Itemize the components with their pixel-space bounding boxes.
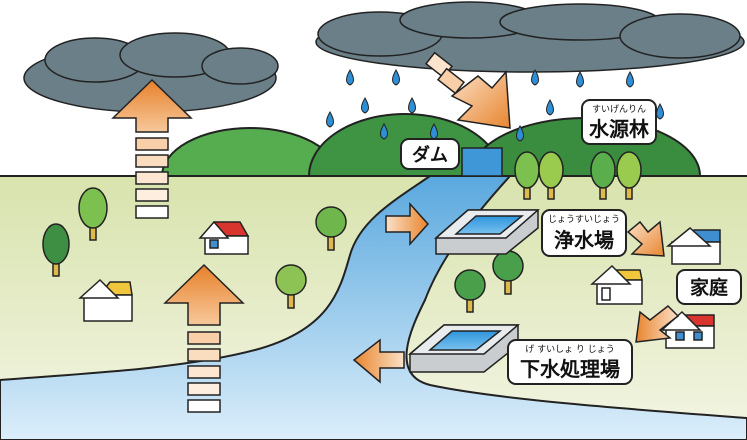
purification-ruby: じょうすいじょう <box>548 214 620 225</box>
dam-label-box: ダム <box>400 138 460 170</box>
house-red-right <box>660 310 715 349</box>
sewage-ruby: げ すいしょ り じょう <box>525 344 615 355</box>
purification-label-box: じょうすいじょう 浄水場 <box>541 209 627 257</box>
sewage-plant <box>407 324 521 373</box>
forest-label: 水源林 <box>589 117 649 141</box>
arrow-plant-to-home <box>626 220 665 257</box>
arrow-river-to-plant <box>385 202 430 246</box>
household-label: 家庭 <box>690 276 728 299</box>
forest-label-box: すいげんりん 水源林 <box>581 99 657 145</box>
house-yellow-right <box>590 264 643 305</box>
forest-ruby: すいげんりん <box>592 104 646 115</box>
river <box>0 175 747 440</box>
evaporation-arrow-bottom <box>163 263 245 413</box>
house-red-left <box>198 220 250 255</box>
evaporation-arrow-top <box>111 78 193 219</box>
household-label-box: 家庭 <box>676 269 742 305</box>
sewage-label: 下水処理場 <box>520 357 620 381</box>
arrow-sewage-to-river <box>352 338 405 384</box>
house-yellow-left <box>78 278 133 322</box>
right-cloud <box>315 1 745 73</box>
dam-label: ダム <box>412 144 448 166</box>
rain-arrow <box>424 51 511 129</box>
arrow-home-to-sewage <box>635 305 680 343</box>
left-cloud <box>23 32 279 113</box>
house-blue-right <box>665 227 721 265</box>
trees <box>42 151 642 313</box>
sewage-label-box: げ すいしょ り じょう 下水処理場 <box>507 339 633 385</box>
purification-plant <box>434 209 540 255</box>
dam-reservoir <box>461 147 503 177</box>
rain-drops <box>326 69 664 142</box>
purification-label: 浄水場 <box>554 228 614 252</box>
